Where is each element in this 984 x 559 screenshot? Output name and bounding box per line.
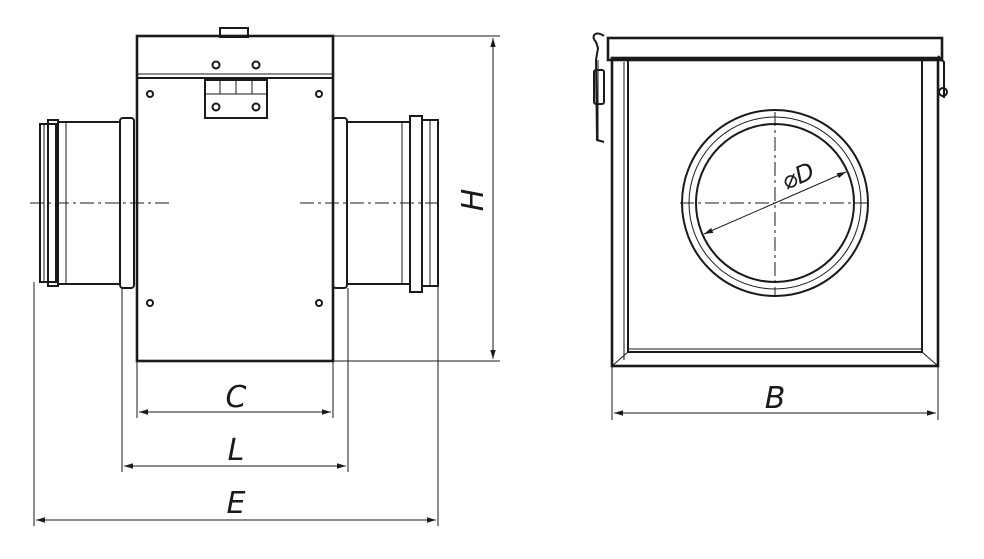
- dimension-label-l: L: [228, 433, 245, 468]
- latch-clip-left: [592, 32, 605, 143]
- dimension-label-h: H: [456, 189, 491, 212]
- dimension-label-c: C: [226, 380, 247, 415]
- front-view: ⌀D B: [592, 32, 948, 420]
- terminal-block: [204, 79, 268, 119]
- side-view: C L E H: [30, 27, 500, 526]
- dimension-label-e: E: [227, 486, 246, 521]
- right-spigot: [332, 115, 439, 293]
- dimension-label-d: ⌀D: [777, 157, 818, 196]
- housing-body: [135, 27, 335, 363]
- dimension-label-b: B: [765, 381, 786, 416]
- latch-clip-right: [937, 55, 948, 98]
- dim-line-d: [703, 171, 847, 235]
- screw-icon: [211, 60, 261, 70]
